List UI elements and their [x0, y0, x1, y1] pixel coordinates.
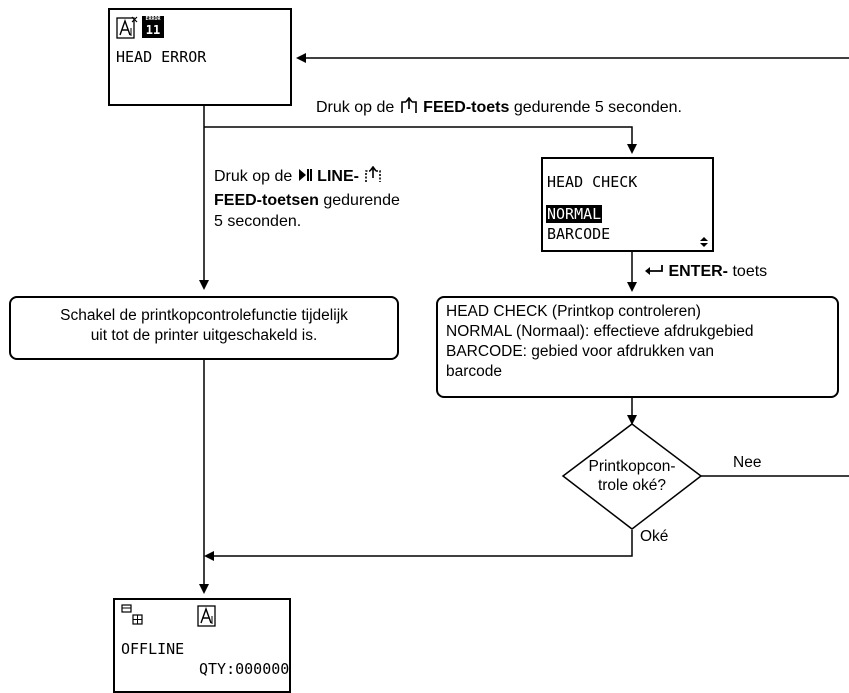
info-line3: BARCODE: gebied voor afdrukken van: [446, 343, 714, 360]
decision-diamond: [561, 423, 703, 530]
feed-instruction-pre: Druk op de: [316, 99, 395, 116]
disable-head-check-box: Schakel de printkopcontrolefunctie tijde…: [9, 296, 399, 360]
arrow-to-head-check: [204, 126, 637, 154]
head-check-option-normal: NORMAL: [546, 205, 603, 223]
decision-ok-label: Oké: [640, 528, 669, 545]
line-key-label: LINE-: [317, 168, 359, 185]
printer-status-icon: [121, 604, 145, 631]
error-badge-top: ERROR: [145, 16, 161, 22]
offline-qty: QTY:000000: [199, 660, 290, 678]
enter-instruction: ENTER- toets: [644, 261, 767, 283]
info-line2: NORMAL (Normaal): effectieve afdrukgebie…: [446, 323, 754, 340]
head-check-option-barcode: BARCODE: [547, 225, 611, 243]
head-check-screen: HEAD CHECK NORMAL BARCODE: [541, 157, 714, 252]
error-badge-icon: ERROR 11: [142, 16, 164, 38]
line-feed-line1: Druk op de LINE-: [214, 165, 474, 190]
enter-key-label: ENTER-: [668, 263, 729, 280]
head-check-info-box: HEAD CHECK (Printkop controleren) NORMAL…: [436, 296, 839, 398]
decision-line1: Printkopcon-: [588, 458, 676, 475]
head-error-screen: ERROR 11 HEAD ERROR: [108, 8, 292, 106]
feed-key-icon-2: [363, 165, 383, 190]
error-badge-number: 11: [145, 23, 161, 37]
head-error-message: HEAD ERROR: [116, 48, 207, 66]
decision-line2: trole oké?: [597, 477, 667, 494]
enter-key-icon: [644, 262, 664, 283]
decision-text: Printkopcon- trole oké?: [572, 457, 692, 495]
scroll-updown-icon: [699, 235, 709, 253]
disable-box-line1: Schakel de printkopcontrolefunctie tijde…: [60, 307, 348, 324]
line-feed-pre: Druk op de: [214, 168, 293, 185]
feed-key-label: FEED-toets: [423, 99, 510, 116]
enter-instruction-post: toets: [732, 263, 768, 280]
line-feed-post1: gedurende: [323, 192, 400, 209]
offline-status: OFFLINE: [121, 640, 185, 658]
info-line4: barcode: [446, 363, 503, 380]
arrow-oke-to-offline: [204, 530, 633, 561]
feed-instruction-post: gedurende 5 seconden.: [513, 99, 682, 116]
line-feed-post2: 5 seconden.: [214, 213, 302, 230]
head-check-title: HEAD CHECK: [547, 173, 638, 191]
line-feed-instruction: Druk op de LINE- FEED-toetsen gedurende …: [214, 165, 474, 232]
offline-screen: OFFLINE QTY:000000: [113, 598, 291, 693]
disable-box-line2: uit tot de printer uitgeschakeld is.: [90, 327, 318, 344]
feed-instruction: Druk op de FEED-toets gedurende 5 second…: [316, 96, 682, 121]
print-head-icon: [116, 16, 138, 45]
feed-key-icon: [399, 96, 419, 121]
print-head-icon-2: [197, 604, 219, 633]
line-feed-line2: FEED-toetsen gedurende: [214, 190, 474, 211]
info-line1: HEAD CHECK (Printkop controleren): [446, 303, 701, 320]
feed-keys-label: FEED-toetsen: [214, 192, 319, 209]
decision-no-label: Nee: [733, 454, 762, 471]
head-check-option-normal-wrap: NORMAL: [546, 205, 603, 223]
line-key-icon: [297, 167, 313, 189]
